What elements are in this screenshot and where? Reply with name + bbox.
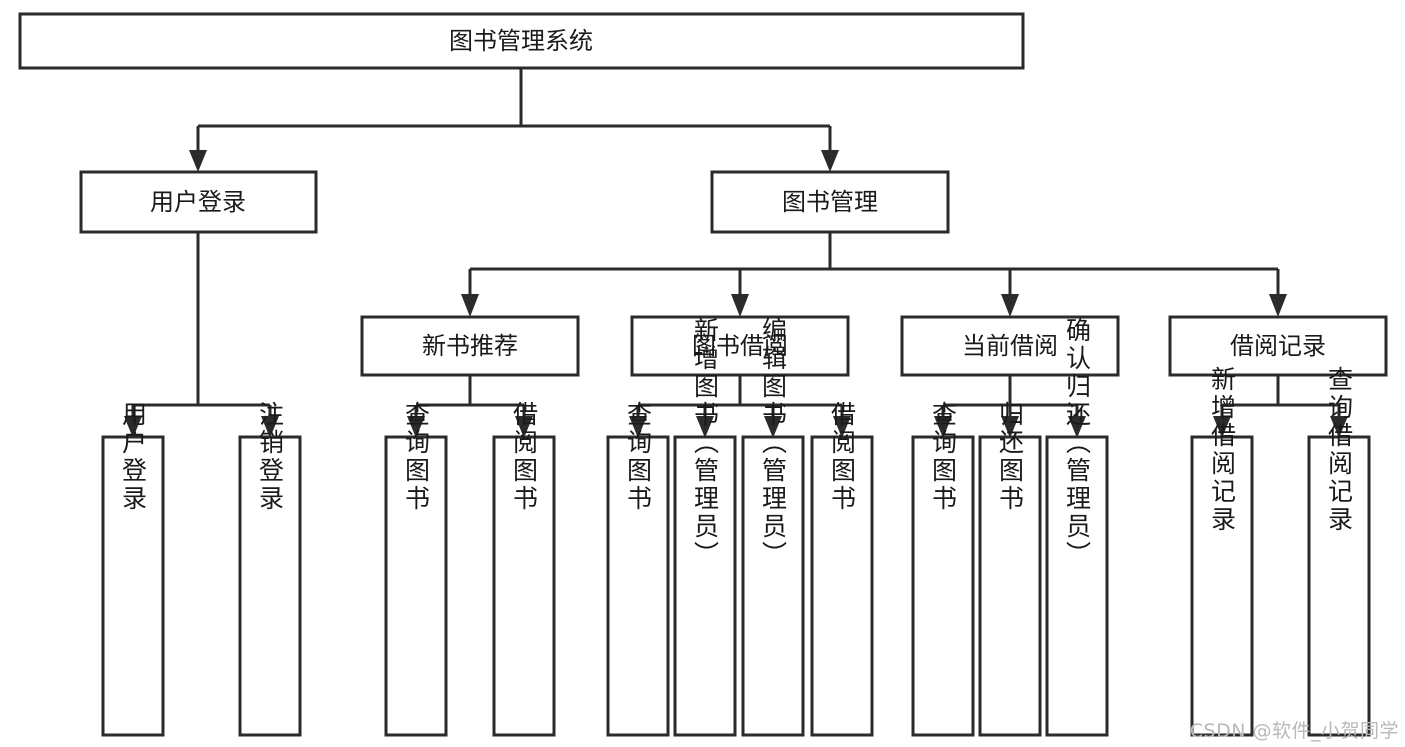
connectors-borrowrecord-to-leaves <box>1213 375 1348 438</box>
leaf-node[interactable]: 编辑图书（管理员） <box>741 317 805 737</box>
node-borrow-record[interactable]: 借阅记录 <box>1168 315 1388 377</box>
node-book-management[interactable]: 图书管理 <box>710 170 950 234</box>
leaf-node[interactable]: 归还图书 <box>978 401 1042 737</box>
leaf-currentborrow-query-label: 查询图书 <box>929 401 958 513</box>
leaf-currentborrow-query-box[interactable] <box>911 435 975 737</box>
node-book-management-box[interactable] <box>710 170 950 234</box>
node-borrow-record-box[interactable] <box>1168 315 1388 377</box>
leaf-bookborrow-add-label: 新增图书（管理员） <box>691 317 720 569</box>
leaf-newbook-query-box[interactable] <box>384 435 448 737</box>
leaf-node[interactable]: 确认归还（管理员） <box>1045 317 1109 737</box>
node-root[interactable]: 图书管理系统 <box>18 12 1025 70</box>
leaf-newbook-query-label: 查询图书 <box>402 401 431 513</box>
node-book-management-label: 图书管理 <box>782 188 878 216</box>
node-new-book-recommend[interactable]: 新书推荐 <box>360 315 580 377</box>
leaf-logout-label: 注销登录 <box>256 401 285 513</box>
leaf-bookborrow-edit-box[interactable] <box>741 435 805 737</box>
leaf-node[interactable]: 查询图书 <box>911 401 975 737</box>
leaf-node[interactable]: 查询图书 <box>384 401 448 737</box>
leaf-user-login-label: 用户登录 <box>119 401 148 513</box>
node-root-box[interactable] <box>18 12 1025 70</box>
connectors-newbook-to-leaves <box>407 375 533 438</box>
leaf-node[interactable]: 借阅图书 <box>492 401 556 737</box>
node-user-login-box[interactable] <box>79 170 318 234</box>
connectors-userlogin-to-leaves <box>124 232 279 438</box>
leaf-node[interactable]: 查询图书 <box>606 401 670 737</box>
leaf-bookborrow-add-box[interactable] <box>673 435 737 737</box>
node-current-borrow[interactable]: 当前借阅 <box>900 315 1120 377</box>
leaf-node[interactable]: 借阅图书 <box>810 401 874 737</box>
leaf-bookborrow-query-box[interactable] <box>606 435 670 737</box>
leaf-bookborrow-query-label: 查询图书 <box>624 401 653 513</box>
connectors-root-to-level2 <box>189 68 839 172</box>
leaf-record-add-box[interactable] <box>1190 435 1254 737</box>
leaf-node[interactable]: 用户登录 <box>101 401 165 737</box>
leaf-record-query-label: 查询借阅记录 <box>1325 366 1354 534</box>
leaf-currentborrow-return-label: 归还图书 <box>996 401 1025 513</box>
csdn-watermark: CSDN @软件_小贺同学 <box>1189 720 1399 742</box>
node-book-borrow[interactable]: 图书借阅 <box>630 315 850 377</box>
node-user-login[interactable]: 用户登录 <box>79 170 318 234</box>
leaf-logout-box[interactable] <box>238 435 302 737</box>
leaf-currentborrow-confirm-box[interactable] <box>1045 435 1109 737</box>
node-current-borrow-box[interactable] <box>900 315 1120 377</box>
node-book-borrow-label: 图书借阅 <box>692 332 788 360</box>
leaf-currentborrow-return-box[interactable] <box>978 435 1042 737</box>
leaf-bookborrow-borrow-box[interactable] <box>810 435 874 737</box>
leaf-record-add-label: 新增借阅记录 <box>1208 366 1237 534</box>
node-borrow-record-label: 借阅记录 <box>1230 332 1326 360</box>
leaf-node[interactable]: 新增借阅记录 <box>1190 366 1254 737</box>
leaf-node[interactable]: 注销登录 <box>238 401 302 737</box>
connectors-books-to-level3 <box>461 232 1287 317</box>
leaf-newbook-borrow-box[interactable] <box>492 435 556 737</box>
leaf-bookborrow-edit-label: 编辑图书（管理员） <box>759 317 788 569</box>
leaf-user-login-box[interactable] <box>101 435 165 737</box>
leaf-newbook-borrow-label: 借阅图书 <box>510 401 539 513</box>
leaf-bookborrow-borrow-label: 借阅图书 <box>828 401 857 513</box>
node-book-borrow-box[interactable] <box>630 315 850 377</box>
leaf-currentborrow-confirm-label: 确认归还（管理员） <box>1063 317 1092 569</box>
node-new-book-recommend-box[interactable] <box>360 315 580 377</box>
leaf-record-query-box[interactable] <box>1307 435 1371 737</box>
connectors-bookborrow-to-leaves <box>629 375 851 438</box>
node-user-login-label: 用户登录 <box>150 188 246 216</box>
node-current-borrow-label: 当前借阅 <box>962 332 1058 360</box>
leaf-node[interactable]: 查询借阅记录 <box>1307 366 1371 737</box>
node-root-label: 图书管理系统 <box>449 27 593 55</box>
leaf-node[interactable]: 新增图书（管理员） <box>673 317 737 737</box>
node-new-book-recommend-label: 新书推荐 <box>422 332 518 360</box>
connectors-currentborrow-to-leaves <box>934 375 1086 438</box>
